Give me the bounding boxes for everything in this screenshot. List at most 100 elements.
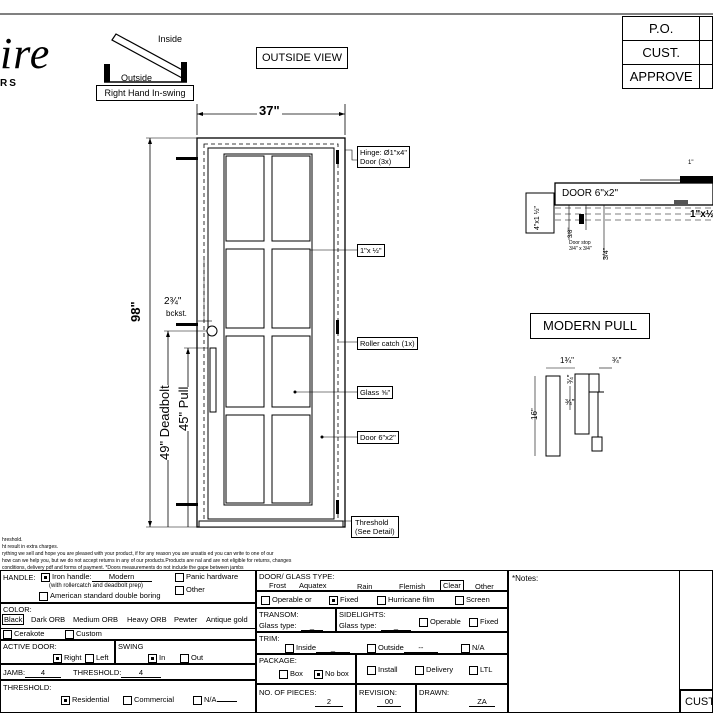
delivery-label: Delivery	[426, 665, 454, 674]
iron-handle-value[interactable]: Modern	[91, 572, 152, 582]
right-checkbox[interactable]	[53, 653, 62, 663]
hinges	[176, 150, 339, 514]
hurricane-label: Hurricane film	[388, 595, 435, 604]
active-door-section: ACTIVE DOOR: Right Left	[0, 640, 115, 664]
out-checkbox[interactable]	[180, 653, 189, 663]
commercial-option[interactable]: Commercial	[121, 695, 174, 705]
notes-right-cell	[680, 570, 713, 690]
trim-inside-value[interactable]: _	[316, 643, 351, 653]
glass-frost[interactable]: Frost	[269, 581, 287, 590]
screen-checkbox[interactable]	[455, 595, 464, 605]
cerakote-option[interactable]: Cerakote	[1, 629, 44, 639]
install-option[interactable]: Install	[365, 665, 398, 675]
jamb-threshold-value[interactable]: 4	[121, 668, 161, 678]
out-option[interactable]: Out	[178, 653, 203, 663]
no-box-option[interactable]: No box	[312, 669, 349, 679]
panic-checkbox[interactable]	[175, 572, 184, 582]
disclaimer-text: hreshold. ht result in extra charges. ry…	[2, 537, 291, 572]
door-frame-outer	[196, 137, 346, 528]
color-heavy-orb[interactable]: Heavy ORB	[127, 615, 167, 624]
swing-outside-label: Outside	[121, 73, 153, 83]
sidelights-fixed-checkbox[interactable]	[469, 617, 478, 627]
right-option[interactable]: Right	[51, 653, 82, 663]
panic-option[interactable]: Panic hardware	[173, 572, 238, 582]
swing-section: SWING In Out	[115, 640, 256, 664]
color-pewter[interactable]: Pewter	[174, 615, 198, 624]
operable-checkbox[interactable]	[261, 595, 270, 605]
color-antique-gold[interactable]: Antique gold	[206, 615, 248, 624]
modern-pull-dim-4: ¾"	[565, 398, 575, 407]
trim-inside-option[interactable]: Inside_	[283, 643, 351, 653]
glass-aquatex[interactable]: Aquatex	[299, 581, 327, 590]
threshold-na-checkbox[interactable]	[193, 695, 202, 705]
color-dark-orb[interactable]: Dark ORB	[31, 615, 66, 624]
delivery-option[interactable]: Delivery	[413, 665, 453, 675]
left-checkbox[interactable]	[85, 653, 94, 663]
cust-value[interactable]	[699, 40, 713, 65]
box-option[interactable]: Box	[277, 669, 303, 679]
in-checkbox[interactable]	[148, 653, 157, 663]
hurricane-checkbox[interactable]	[377, 595, 386, 605]
american-checkbox[interactable]	[39, 591, 48, 601]
ltl-option[interactable]: LTL	[467, 665, 492, 675]
trim-na-option[interactable]: N/A	[459, 643, 485, 653]
delivery-checkbox[interactable]	[415, 665, 424, 675]
notes-section[interactable]: *Notes:	[508, 570, 680, 713]
sidelights-glass-value[interactable]: _	[381, 621, 411, 631]
trim-inside-checkbox[interactable]	[285, 643, 294, 653]
residential-label: Residential	[72, 695, 110, 704]
trim-outside-label: Outside	[378, 643, 404, 652]
modern-pull-title: MODERN PULL	[530, 313, 650, 339]
in-option[interactable]: In	[146, 653, 165, 663]
glass-other[interactable]: Other	[475, 582, 494, 591]
pieces-value[interactable]: 2	[315, 697, 343, 707]
backset-label: bckst.	[166, 309, 187, 318]
sidelights-operable-checkbox[interactable]	[419, 617, 428, 627]
approve-value[interactable]	[699, 64, 713, 89]
transom-glass-value[interactable]: _	[301, 621, 323, 631]
residential-checkbox[interactable]	[61, 695, 70, 705]
trim-outside-checkbox[interactable]	[367, 643, 376, 653]
fixed-checkbox[interactable]	[329, 595, 338, 605]
box-checkbox[interactable]	[279, 669, 288, 679]
no-box-checkbox[interactable]	[314, 669, 323, 679]
po-value[interactable]	[699, 16, 713, 41]
sidelights-operable-option[interactable]: Operable	[417, 617, 461, 627]
cerakote-label: Cerakote	[14, 629, 45, 638]
cerakote-checkbox[interactable]	[3, 629, 12, 639]
color-medium-orb[interactable]: Medium ORB	[73, 615, 119, 624]
handle-other-option[interactable]: Other	[173, 585, 205, 595]
drawn-value[interactable]: ZA	[469, 697, 495, 707]
american-option[interactable]: American standard double boring	[37, 591, 161, 601]
threshold-na-option[interactable]: N/A	[191, 695, 237, 705]
ltl-checkbox[interactable]	[469, 665, 478, 675]
po-table: P.O. CUST. APPROVE	[621, 16, 713, 89]
residential-option[interactable]: Residential	[59, 695, 109, 705]
left-option[interactable]: Left	[83, 653, 109, 663]
glass-clear[interactable]: Clear	[440, 580, 464, 590]
company-logo-subtitle: RS	[0, 78, 18, 89]
iron-handle-checkbox[interactable]	[41, 572, 50, 582]
fixed-option[interactable]: Fixed	[327, 595, 358, 605]
in-label: In	[159, 653, 166, 662]
trim-outside-value[interactable]: --	[403, 643, 438, 653]
handle-other-checkbox[interactable]	[175, 585, 184, 595]
operable-option[interactable]: Operable or	[259, 595, 312, 605]
hurricane-option[interactable]: Hurricane film	[375, 595, 434, 605]
install-checkbox[interactable]	[367, 665, 376, 675]
commercial-checkbox[interactable]	[123, 695, 132, 705]
color-black[interactable]: Black	[2, 614, 25, 625]
trim-outside-option[interactable]: Outside--	[365, 643, 438, 653]
jamb-value[interactable]: 4	[25, 668, 61, 678]
custom-option[interactable]: Custom	[63, 629, 102, 639]
trim-na-checkbox[interactable]	[461, 643, 470, 653]
sidelights-fixed-option[interactable]: Fixed	[467, 617, 498, 627]
glass-rain[interactable]: Rain	[357, 582, 373, 591]
sidelights-glass-label: Glass type:	[339, 621, 377, 630]
threshold-na-line[interactable]	[216, 701, 237, 702]
custom-checkbox[interactable]	[65, 629, 74, 639]
glass-flemish[interactable]: Flemish	[399, 582, 426, 591]
screen-option[interactable]: Screen	[453, 595, 490, 605]
revision-value[interactable]: 00	[377, 697, 401, 707]
iron-handle-option[interactable]: Iron handle:Modern	[39, 572, 152, 582]
